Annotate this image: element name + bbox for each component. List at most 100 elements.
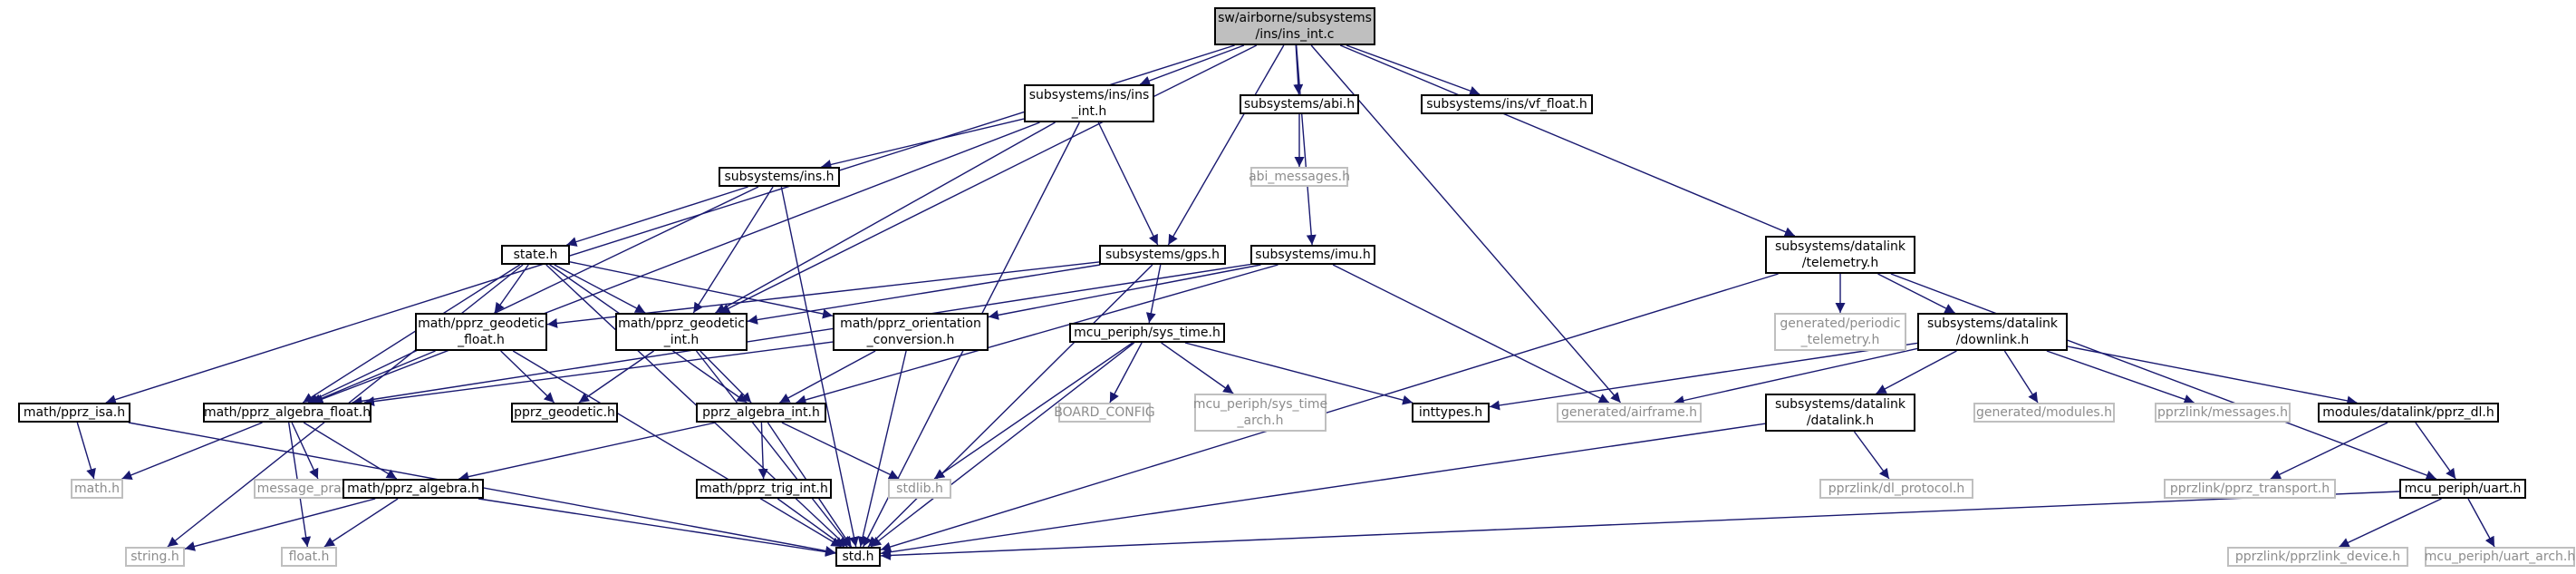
node-telemetry-h[interactable]: subsystems/datalink/telemetry.h <box>1765 236 1915 274</box>
node-abi-h[interactable]: subsystems/abi.h <box>1240 94 1359 114</box>
edge-geodetic_float_h-to-algebra_float_h <box>311 350 436 404</box>
node-std-h[interactable]: std.h <box>835 547 881 567</box>
node-label-line: generated/modules.h <box>1975 405 2113 420</box>
edge-algebra_float_h-to-message_pragmas_h <box>291 422 319 480</box>
node-label-line: pprzlink/pprzlink_device.h <box>2234 550 2401 564</box>
edge-algebra_int_h-to-stdlib_h <box>781 422 900 480</box>
node-math-h: math.h <box>71 479 123 499</box>
node-label-line: generated/periodic <box>1780 316 1901 331</box>
edge-ins_h-to-algebra_float_h <box>307 186 759 404</box>
node-uart-h[interactable]: mcu_periph/uart.h <box>2399 479 2526 499</box>
node-label-line: std.h <box>842 550 874 564</box>
node-label-line: string.h <box>130 550 179 564</box>
node-label-line: subsystems/datalink <box>1775 397 1905 412</box>
edge-imu_h-to-algebra_int_h <box>796 264 1278 405</box>
node-label-line: _telemetry.h <box>1800 333 1880 347</box>
edge-algebra_h-to-float_h <box>323 498 399 548</box>
node-label-line: mcu_periph/uart_arch.h <box>2424 550 2576 564</box>
node-geodetic-int-h[interactable]: math/pprz_geodetic_int.h <box>615 313 748 351</box>
edge-algebra_h-to-std_h <box>478 498 836 557</box>
node-label-line: /ins/ins_int.c <box>1255 27 1335 42</box>
edge-geodetic_int_h-to-algebra_int_h <box>699 350 752 404</box>
edge-sys_time_h-to-inttypes_h <box>1184 342 1413 405</box>
edge-pprz_dl_h-to-uart_h <box>2415 422 2456 480</box>
node-label-line: inttypes.h <box>1418 405 1483 420</box>
node-dl-protocol-h: pprzlink/dl_protocol.h <box>1819 479 1973 499</box>
edge-gps_h-to-std_h <box>867 264 1153 548</box>
edge-root-to-telemetry_h <box>1339 44 1796 237</box>
edge-root-to-geodetic_int_h <box>719 44 1258 314</box>
node-label-line: math.h <box>74 482 120 496</box>
node-vf-float-h[interactable]: subsystems/ins/vf_float.h <box>1421 94 1593 114</box>
node-label-line: math/pprz_algebra.h <box>347 482 479 496</box>
node-label-line: math/pprz_algebra_float.h <box>203 405 371 420</box>
edge-state_h-to-geodetic_int_h <box>554 264 646 314</box>
node-trig-int-h[interactable]: math/pprz_trig_int.h <box>696 479 832 499</box>
node-pprz-transport-h: pprzlink/pprz_transport.h <box>2164 479 2336 499</box>
node-sys-time-h[interactable]: mcu_periph/sys_time.h <box>1069 323 1225 343</box>
node-label-line: mcu_periph/sys_time <box>1192 397 1328 412</box>
node-uart-arch-h: mcu_periph/uart_arch.h <box>2425 547 2575 567</box>
edge-pprz_isa_h-to-math_h <box>76 422 96 480</box>
node-label-line: /telemetry.h <box>1801 256 1879 270</box>
edge-algebra_int_h-to-trig_int_h <box>757 422 768 480</box>
edge-imu_h-to-orientation_h <box>988 264 1261 320</box>
edge-ins_h-to-geodetic_int_h <box>692 186 774 314</box>
node-label-line: subsystems/ins/vf_float.h <box>1426 97 1587 112</box>
node-geodetic-float-h[interactable]: math/pprz_geodetic _float.h <box>415 313 547 351</box>
node-pprz-dl-h[interactable]: modules/datalink/pprz_dl.h <box>2318 403 2499 423</box>
edge-datalink_h-to-dl_protocol_h <box>1853 431 1890 480</box>
node-orientation-h[interactable]: math/pprz_orientation_conversion.h <box>833 313 989 351</box>
node-label-line: BOARD_CONFIG <box>1054 405 1155 420</box>
node-label-line: sw/airborne/subsystems <box>1218 11 1372 25</box>
edge-root-to-imu_h <box>1296 44 1317 246</box>
edge-uart_h-to-pprzlink_device_h <box>2339 498 2442 548</box>
node-algebra-int-h[interactable]: pprz_algebra_int.h <box>696 403 826 423</box>
node-label-line: mcu_periph/uart.h <box>2404 482 2522 496</box>
edge-orientation_h-to-algebra_int_h <box>779 350 876 404</box>
node-downlink-h[interactable]: subsystems/datalink/downlink.h <box>1917 313 2068 351</box>
edge-state_h-to-algebra_float_h <box>302 264 521 404</box>
edge-ins_h-to-state_h <box>566 186 748 247</box>
edge-state_h-to-orientation_h <box>569 261 834 319</box>
node-pprzlink-device-h: pprzlink/pprzlink_device.h <box>2227 547 2408 567</box>
node-algebra-h[interactable]: math/pprz_algebra.h <box>343 479 484 499</box>
node-label-line: subsystems/imu.h <box>1255 248 1371 262</box>
edge-root-to-gps_h <box>1167 44 1285 246</box>
node-inttypes-h[interactable]: inttypes.h <box>1412 403 1490 423</box>
node-label-line: subsystems/datalink <box>1927 316 2058 331</box>
node-label-line: subsystems/abi.h <box>1243 97 1356 112</box>
edge-downlink_h-to-messages_h <box>2046 350 2195 404</box>
node-label-line: math/pprz_geodetic <box>418 316 545 331</box>
node-state-h[interactable]: state.h <box>501 245 570 265</box>
node-pprz-isa-h[interactable]: math/pprz_isa.h <box>18 403 130 423</box>
node-ins-int-h[interactable]: subsystems/ins/ins_int.h <box>1024 84 1154 122</box>
node-imu-h[interactable]: subsystems/imu.h <box>1250 245 1375 265</box>
edge-algebra_float_h-to-math_h <box>121 422 263 481</box>
edge-root-to-vf_float_h <box>1346 44 1481 96</box>
node-gps-h[interactable]: subsystems/gps.h <box>1099 245 1226 265</box>
node-ins-h[interactable]: subsystems/ins.h <box>719 167 840 187</box>
edge-sys_time_h-to-sys_time_arch_h <box>1161 342 1234 394</box>
node-pprz-geodetic-h[interactable]: pprz_geodetic.h <box>511 403 618 423</box>
node-label-line: _arch.h <box>1237 413 1284 428</box>
edge-ins_int_h-to-ins_h <box>821 118 1025 170</box>
node-label-line: math/pprz_orientation <box>840 316 981 331</box>
node-label-line: subsystems/gps.h <box>1105 248 1220 262</box>
node-label-line: modules/datalink/pprz_dl.h <box>2322 405 2494 420</box>
edge-algebra_float_h-to-algebra_h <box>303 422 398 480</box>
edge-pprz_dl_h-to-pprz_transport_h <box>2270 422 2388 480</box>
node-algebra-float-h[interactable]: math/pprz_algebra_float.h <box>203 403 371 423</box>
node-datalink-h[interactable]: subsystems/datalink/datalink.h <box>1765 394 1915 432</box>
node-periodic-telemetry-h: generated/periodic _telemetry.h <box>1774 313 1906 351</box>
node-label-line: _float.h <box>458 333 505 347</box>
node-label-line: pprzlink/messages.h <box>2157 405 2288 420</box>
edge-state_h-to-geodetic_float_h <box>494 264 529 314</box>
edge-orientation_h-to-std_h <box>857 350 907 548</box>
node-label-line: /datalink.h <box>1806 413 1875 428</box>
edge-ins_int_h-to-algebra_float_h <box>313 122 1040 404</box>
edge-ins_h-to-std_h <box>780 186 859 548</box>
node-board-config: BOARD_CONFIG <box>1054 403 1155 423</box>
node-label-line: _int.h <box>1071 104 1107 119</box>
